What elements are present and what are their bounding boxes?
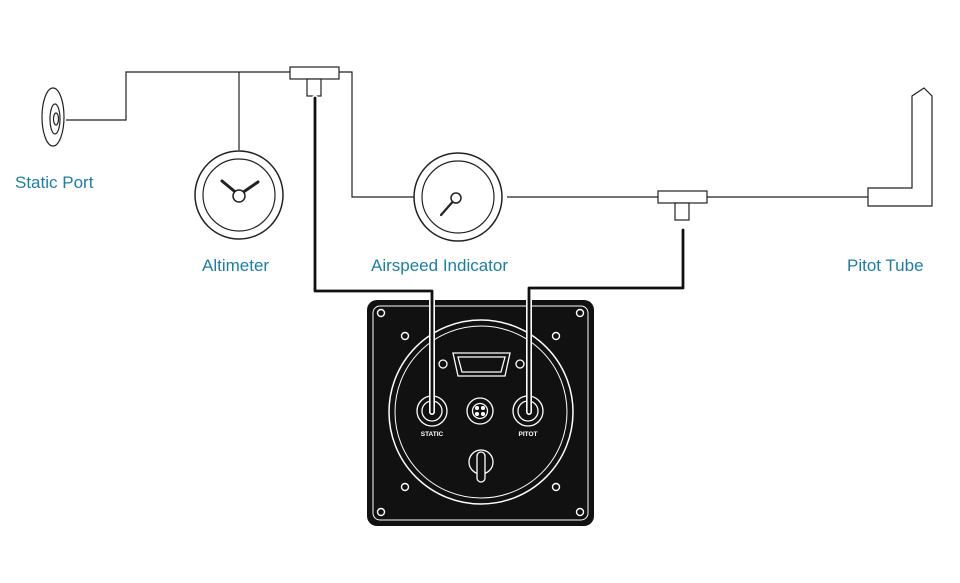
corner-screws xyxy=(376,308,585,517)
airspeed-indicator-label: Airspeed Indicator xyxy=(371,256,509,275)
static-connector-label: STATIC xyxy=(421,431,444,438)
altimeter-gauge xyxy=(194,150,284,240)
pitot-tubing xyxy=(527,228,685,414)
static-port-label: Static Port xyxy=(15,173,94,192)
static-tee-fitting xyxy=(289,66,340,97)
altimeter-label: Altimeter xyxy=(202,256,270,275)
static-port-line xyxy=(66,71,292,121)
tubing xyxy=(312,95,686,415)
static-port xyxy=(41,87,65,147)
center-connector xyxy=(466,397,494,425)
instrument-panel: STATIC PITOT xyxy=(367,300,594,526)
pitot-tube-label: Pitot Tube xyxy=(847,256,924,275)
toggle-switch xyxy=(468,449,494,483)
db-connector xyxy=(438,352,525,377)
airspeed-indicator-gauge xyxy=(413,152,503,242)
pitot-connector-label: PITOT xyxy=(518,431,537,438)
thin-lines xyxy=(66,71,868,198)
pitot-tee-fitting xyxy=(657,190,708,221)
pitot-tube xyxy=(867,87,933,207)
static-tubing xyxy=(313,96,434,414)
airspeed-static-line xyxy=(338,71,414,198)
